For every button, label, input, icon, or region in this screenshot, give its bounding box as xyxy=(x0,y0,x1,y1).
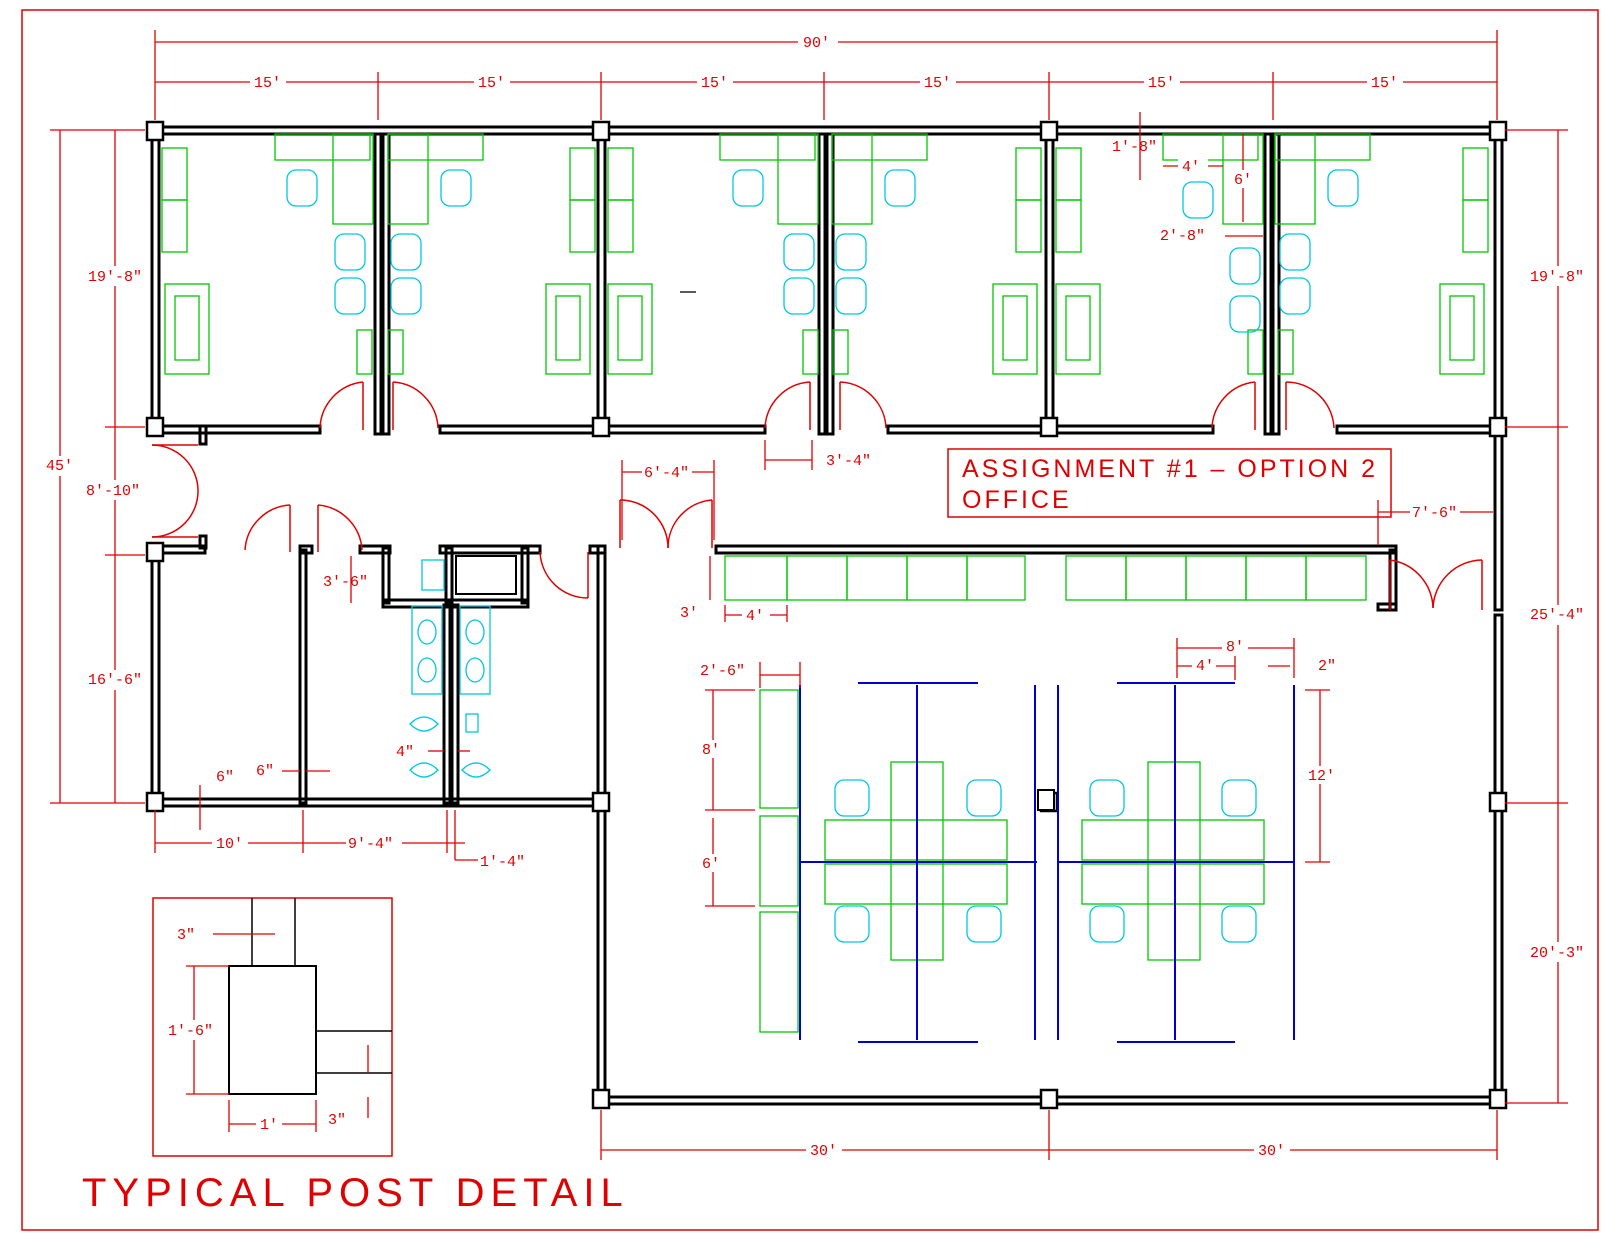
post-dim-3a: 3" xyxy=(177,927,195,944)
dim-cab-8: 8' xyxy=(702,742,720,759)
open-office-furniture xyxy=(724,555,1367,1043)
dim-bay-2: 15' xyxy=(478,75,505,92)
dim-right-mid: 25'-4" xyxy=(1530,607,1584,624)
restroom-fixtures xyxy=(409,555,517,778)
dim-bay-3: 15' xyxy=(701,75,728,92)
dim-door-3-4: 3'-4" xyxy=(826,453,871,470)
dim-ws-4: 4' xyxy=(1196,658,1214,675)
dim-left-top: 19'-8" xyxy=(88,269,142,286)
dim-desk-4: 4' xyxy=(1182,159,1200,176)
dim-cab-2-6: 2'-6" xyxy=(700,663,745,680)
dim-rest-3-6: 3'-6" xyxy=(323,574,368,591)
title-block: ASSIGNMENT #1 – OPTION 2 OFFICE xyxy=(947,448,1392,518)
doors xyxy=(151,381,1483,610)
dim-wall-6a: 6" xyxy=(216,769,234,786)
post-dim-1: 1' xyxy=(260,1117,278,1134)
title-line-2: OFFICE xyxy=(962,486,1072,514)
dim-door-6-4: 6'-4" xyxy=(644,465,689,482)
dim-bottom-right: 30' xyxy=(1258,1143,1285,1160)
dim-chair-2-8: 2'-8" xyxy=(1160,228,1205,245)
dim-right-bottom: 20'-3" xyxy=(1530,945,1584,962)
dim-desk-6: 6' xyxy=(1234,172,1252,189)
sheet-border xyxy=(21,9,1599,1231)
post-dim-3b: 3" xyxy=(328,1112,346,1129)
post-detail: 3" 1'-6" 1' 3" xyxy=(152,897,393,1157)
dimension-lines xyxy=(50,30,1568,1160)
office-furniture xyxy=(161,133,1489,375)
dim-bay-1: 15' xyxy=(254,75,281,92)
dim-door-7-6: 7'-6" xyxy=(1412,505,1457,522)
dim-bay-5: 15' xyxy=(1148,75,1175,92)
walls xyxy=(150,125,1504,1106)
dim-cab-6: 6' xyxy=(702,856,720,873)
dim-left-overall: 45' xyxy=(46,458,73,475)
dim-left-bottom: 16'-6" xyxy=(88,672,142,689)
dim-ws-2: 2" xyxy=(1318,658,1336,675)
dim-wall-6b: 6" xyxy=(256,763,274,780)
detail-title: TYPICAL POST DETAIL xyxy=(82,1171,629,1215)
structural-posts xyxy=(145,120,1508,1110)
dim-bay-4: 15' xyxy=(924,75,951,92)
dim-right-top: 19'-8" xyxy=(1530,269,1584,286)
dim-bottom-left: 30' xyxy=(810,1143,837,1160)
dim-bay-6: 15' xyxy=(1371,75,1398,92)
dim-overall-width: 90' xyxy=(803,35,830,52)
dim-wall-4: 4" xyxy=(396,744,414,761)
dim-ws-8: 8' xyxy=(1226,639,1244,656)
dim-room-1-4: 1'-4" xyxy=(480,854,525,871)
dim-ws-12: 12' xyxy=(1308,768,1335,785)
post-dim-1-6: 1'-6" xyxy=(168,1023,213,1040)
title-line-1: ASSIGNMENT #1 – OPTION 2 xyxy=(962,455,1378,483)
dim-file-4: 4' xyxy=(746,608,764,625)
dim-left-corridor: 8'-10" xyxy=(86,483,140,500)
dim-room-10: 10' xyxy=(216,836,243,853)
dim-file-3: 3' xyxy=(680,605,698,622)
dim-room-9-4: 9'-4" xyxy=(348,836,393,853)
dimension-labels: 90' 15' 15' 15' 15' 15' 15' 45' 19'-8" 8… xyxy=(40,32,1588,1160)
dim-desk-1-8: 1'-8" xyxy=(1112,139,1157,156)
chairs xyxy=(286,169,1359,943)
